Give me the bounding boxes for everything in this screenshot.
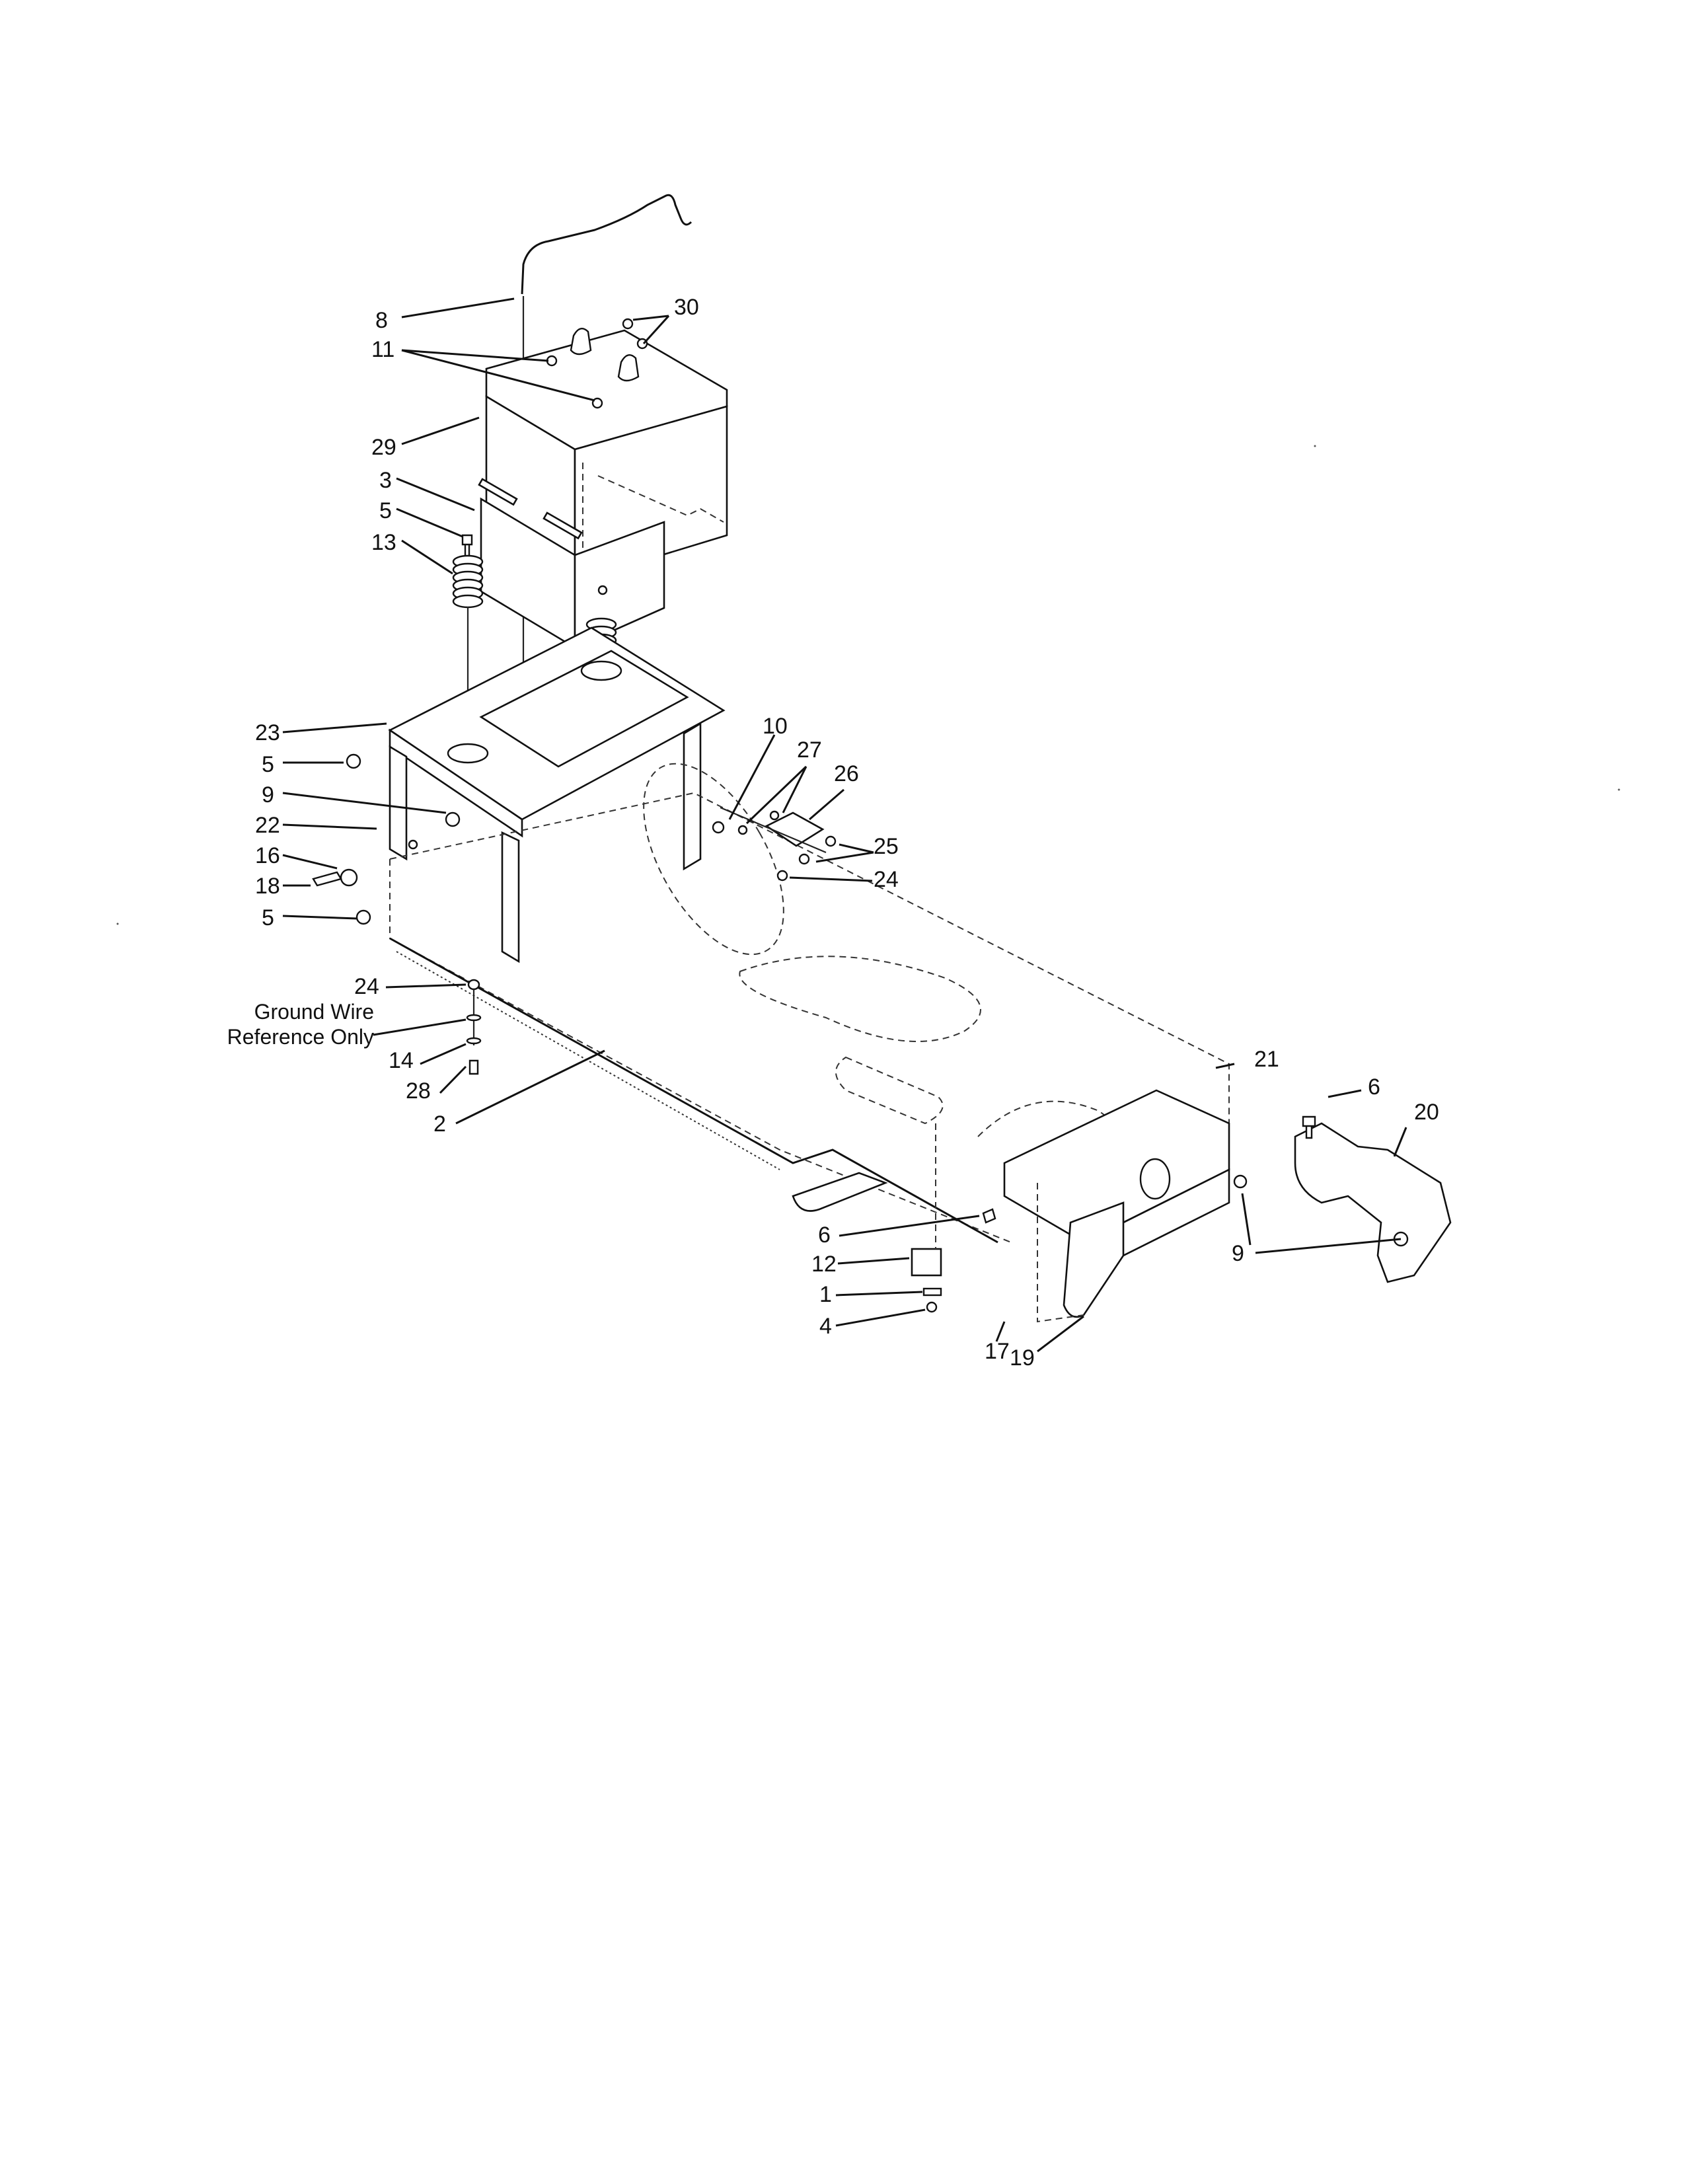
callout-24: 24 — [354, 974, 379, 999]
callout-11: 11 — [371, 337, 395, 362]
callout-28: 28 — [406, 1078, 431, 1104]
callout-6: 6 — [818, 1223, 831, 1248]
callout-9: 9 — [1232, 1241, 1244, 1266]
callout-19: 19 — [1010, 1345, 1035, 1371]
battery-tray — [478, 478, 665, 650]
callout-18: 18 — [255, 874, 280, 899]
battery-terminal-pos — [570, 328, 592, 356]
callout-3: 3 — [379, 468, 392, 493]
callout-26: 26 — [834, 761, 859, 786]
battery-terminal-neg — [617, 354, 640, 382]
callout-30: 30 — [674, 295, 699, 320]
callout-24: 24 — [874, 867, 899, 892]
leader-lines — [282, 297, 1407, 1353]
battery — [485, 328, 728, 584]
callout-27: 27 — [797, 737, 822, 763]
ground-wire-note: Ground Wire Reference Only — [225, 999, 374, 1049]
callout-22: 22 — [255, 813, 280, 838]
callout-5: 5 — [379, 498, 392, 523]
callout-25: 25 — [874, 834, 899, 859]
callout-14: 14 — [389, 1048, 414, 1073]
callout-20: 20 — [1414, 1100, 1439, 1125]
callout-8: 8 — [375, 308, 388, 333]
callout-13: 13 — [371, 530, 396, 555]
main-frame — [389, 763, 1230, 1244]
callout-5: 5 — [262, 752, 274, 777]
axle-bracket — [1003, 1089, 1230, 1323]
callout-4: 4 — [819, 1314, 832, 1339]
callout-21: 21 — [1254, 1047, 1279, 1072]
steering-bracket — [1294, 1122, 1452, 1283]
callout-5: 5 — [262, 905, 274, 930]
ground-wire-hardware — [466, 979, 482, 1075]
callout-23: 23 — [255, 720, 280, 745]
callout-12: 12 — [811, 1252, 837, 1277]
callout-10: 10 — [763, 714, 788, 739]
callout-1: 1 — [819, 1282, 832, 1307]
ignition-module — [911, 1123, 942, 1313]
battery-support — [388, 626, 726, 963]
callout-9: 9 — [262, 782, 274, 808]
callout-6: 6 — [1368, 1074, 1380, 1100]
hold-down-rod — [521, 194, 693, 295]
ground-wire-note-line1: Ground Wire — [254, 1000, 374, 1024]
callout-17: 17 — [985, 1339, 1010, 1364]
ground-wire-note-line2: Reference Only — [227, 1025, 374, 1049]
solenoid — [712, 806, 837, 882]
callout-16: 16 — [255, 843, 280, 868]
callout-29: 29 — [371, 435, 396, 460]
callout-2: 2 — [433, 1111, 446, 1137]
